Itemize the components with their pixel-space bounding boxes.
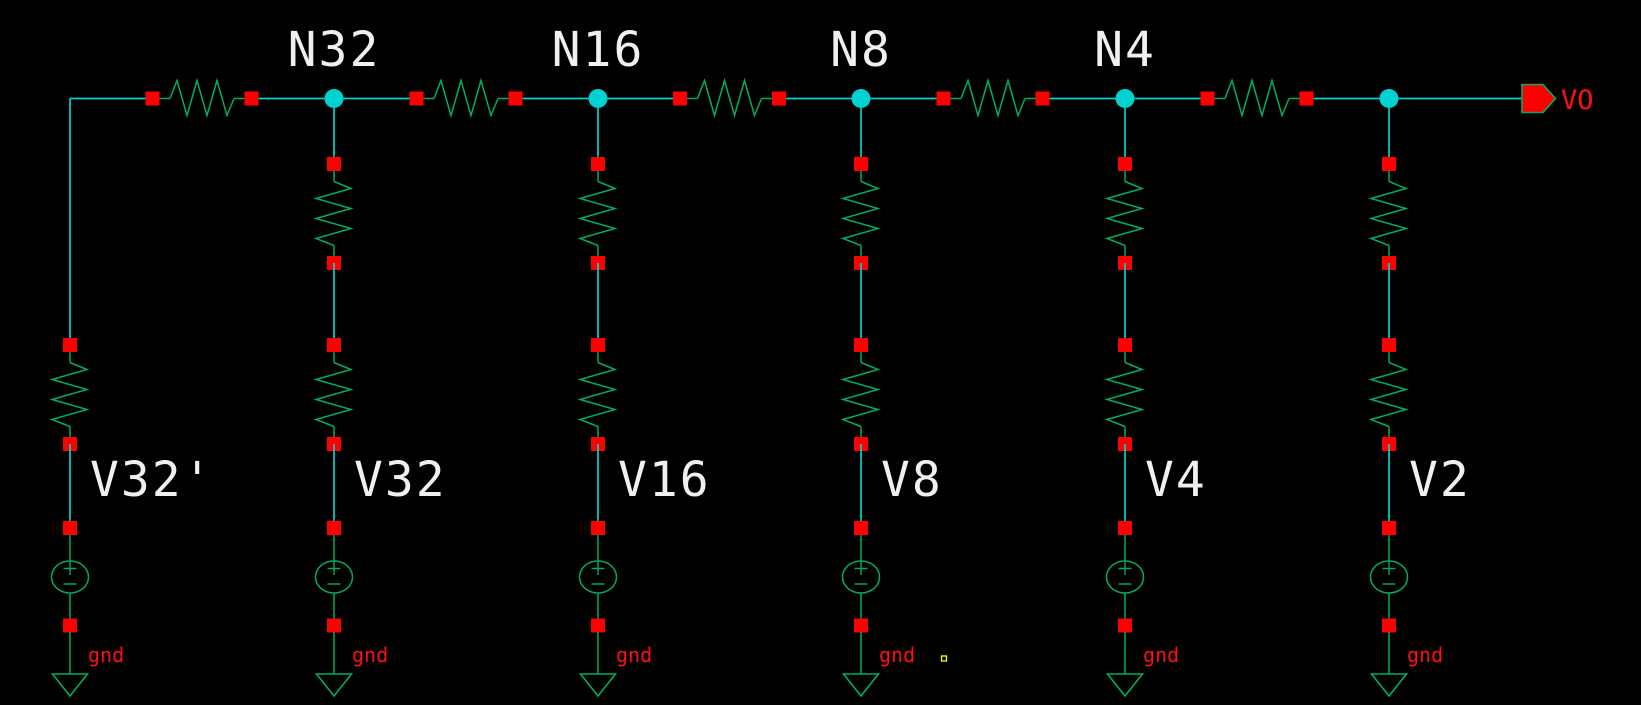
pin[interactable] [1035, 91, 1050, 106]
pin[interactable] [1382, 338, 1396, 352]
pin[interactable] [1118, 521, 1132, 535]
pin[interactable] [591, 157, 605, 171]
source-name-label[interactable]: V2 [1409, 452, 1471, 508]
ground-net-label[interactable]: gnd [88, 643, 124, 667]
wire-junction-dot[interactable] [851, 89, 871, 108]
wire-junction-dot[interactable] [588, 89, 608, 108]
resistor-zigzag[interactable] [577, 361, 618, 428]
pin[interactable] [1382, 618, 1396, 633]
resistor-zigzag[interactable] [577, 180, 618, 247]
node-label[interactable]: N4 [1094, 22, 1156, 78]
resistor-zigzag[interactable] [313, 361, 354, 428]
pin[interactable] [1382, 521, 1396, 535]
pin[interactable] [1118, 618, 1132, 633]
node-label[interactable]: N16 [552, 22, 645, 78]
resistor-zigzag[interactable] [960, 77, 1026, 119]
resistor-zigzag[interactable] [1104, 361, 1145, 428]
pin[interactable] [591, 521, 605, 535]
ground-net-label[interactable]: gnd [1143, 643, 1179, 667]
pin[interactable] [145, 91, 160, 106]
source-name-label[interactable]: V8 [881, 452, 943, 508]
wire-junction-dot[interactable] [1115, 89, 1135, 108]
ground-net-label[interactable]: gnd [616, 643, 652, 667]
ground-symbol[interactable] [1369, 673, 1409, 698]
wire-junction-dot[interactable] [1379, 89, 1399, 108]
source-name-label[interactable]: V4 [1145, 452, 1207, 508]
pin[interactable] [1118, 157, 1132, 171]
source-name-label[interactable]: V16 [618, 452, 711, 508]
pin[interactable] [327, 618, 341, 633]
source-name-label[interactable]: V32 [354, 452, 447, 508]
ground-symbol[interactable] [1105, 673, 1145, 698]
pin[interactable] [327, 521, 341, 535]
resistor-zigzag[interactable] [1368, 361, 1409, 428]
ground-net-label[interactable]: gnd [352, 643, 388, 667]
ground-net-label[interactable]: gnd [1407, 643, 1443, 667]
resistor-zigzag[interactable] [49, 361, 90, 428]
pin[interactable] [63, 618, 77, 633]
resistor-zigzag[interactable] [1368, 180, 1409, 247]
pin[interactable] [63, 521, 77, 535]
pin[interactable] [854, 618, 868, 633]
pin[interactable] [854, 521, 868, 535]
pin[interactable] [591, 618, 605, 633]
output-pin-label[interactable]: VO [1561, 85, 1594, 116]
ground-symbol[interactable] [50, 673, 90, 698]
pin[interactable] [244, 91, 259, 106]
node-label[interactable]: N8 [830, 22, 892, 78]
pin[interactable] [772, 91, 786, 106]
resistor-zigzag[interactable] [433, 77, 499, 119]
pin[interactable] [854, 157, 868, 171]
pin[interactable] [1382, 157, 1396, 171]
ground-symbol[interactable] [841, 673, 881, 698]
pin[interactable] [409, 91, 424, 106]
pin[interactable] [673, 91, 687, 106]
edit-cursor-marker-icon [940, 655, 948, 662]
pin[interactable] [327, 157, 341, 171]
wire-junction-dot[interactable] [324, 89, 344, 108]
resistor-zigzag[interactable] [1104, 180, 1145, 247]
pin[interactable] [1118, 338, 1132, 352]
ground-net-label[interactable]: gnd [879, 643, 915, 667]
source-name-label[interactable]: V32' [90, 452, 214, 508]
resistor-zigzag[interactable] [840, 361, 881, 428]
pin[interactable] [854, 338, 868, 352]
resistor-zigzag[interactable] [169, 77, 235, 119]
output-pin-vo[interactable] [1521, 83, 1557, 114]
resistor-zigzag[interactable] [1224, 77, 1290, 119]
pin[interactable] [936, 91, 951, 106]
node-label[interactable]: N32 [288, 22, 381, 78]
pin[interactable] [1200, 91, 1215, 106]
resistor-zigzag[interactable] [696, 77, 763, 119]
ground-symbol[interactable] [578, 673, 618, 698]
resistor-zigzag[interactable] [313, 180, 354, 247]
pin[interactable] [508, 91, 523, 106]
pin[interactable] [591, 338, 605, 352]
resistor-zigzag[interactable] [840, 180, 881, 247]
pin[interactable] [63, 338, 77, 352]
pin[interactable] [327, 338, 341, 352]
pin[interactable] [1299, 91, 1314, 106]
ground-symbol[interactable] [314, 673, 354, 698]
